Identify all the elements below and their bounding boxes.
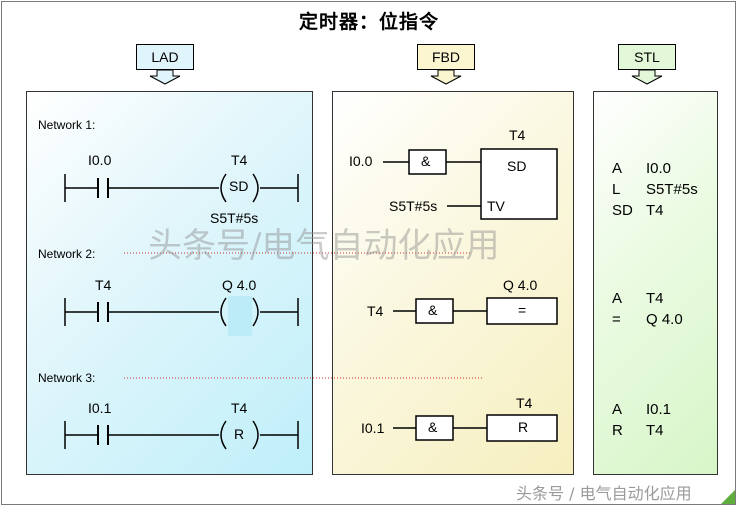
stl-n2-operand-1: T4 bbox=[646, 290, 664, 307]
lad-n1-contact-label: I0.0 bbox=[88, 152, 112, 168]
fbd-n2-assign: = bbox=[518, 302, 527, 318]
lad-n3-contact-label: I0.1 bbox=[88, 400, 112, 416]
stl-n3-operand-2: T4 bbox=[646, 422, 664, 439]
stl-n3-op-2: R bbox=[612, 422, 623, 439]
lad-network3-label: Network 3: bbox=[38, 371, 96, 385]
stl-n1-operand-1: I0.0 bbox=[646, 160, 672, 177]
fbd-n3-input: I0.1 bbox=[361, 420, 385, 436]
stl-panel bbox=[593, 91, 718, 475]
stl-n1-op-3: SD bbox=[612, 202, 633, 219]
lad-n1-preset: S5T#5s bbox=[210, 210, 259, 226]
lad-network1-label: Network 1: bbox=[38, 118, 96, 132]
lad-n2-contact-label: T4 bbox=[95, 277, 112, 293]
fbd-n2-output: Q 4.0 bbox=[503, 277, 538, 293]
lad-down-arrow-icon bbox=[149, 69, 181, 85]
fbd-n2-input: T4 bbox=[367, 303, 384, 319]
lad-n1-coil-symbol: SD bbox=[229, 178, 249, 194]
lad-network2-label: Network 2: bbox=[38, 247, 96, 261]
fbd-n3-and: & bbox=[428, 419, 438, 435]
stl-n2-op-2: = bbox=[612, 311, 621, 328]
stl-n3-op-1: A bbox=[612, 401, 623, 418]
lad-n1-coil-operand: T4 bbox=[231, 152, 248, 168]
stl-n1-operand-3: T4 bbox=[646, 202, 664, 219]
header-arrows bbox=[149, 69, 663, 85]
fbd-n1-sd: SD bbox=[507, 158, 527, 174]
watermark-bottom: 头条号 / 电气自动化应用 bbox=[516, 484, 692, 503]
fbd-n1-timer: T4 bbox=[509, 127, 526, 143]
watermark-center: 头条号/电气自动化应用 bbox=[148, 226, 500, 266]
stl-down-arrow-icon bbox=[631, 69, 663, 85]
fbd-n1-and: & bbox=[421, 153, 431, 169]
stl-header: STL bbox=[618, 44, 676, 70]
fbd-n1-preset: S5T#5s bbox=[389, 198, 438, 214]
lad-n3-coil-operand: T4 bbox=[231, 400, 248, 416]
stl-n3-operand-1: I0.1 bbox=[646, 401, 672, 418]
stl-n2-op-1: A bbox=[612, 290, 623, 307]
page-title: 定时器：位指令 bbox=[298, 11, 439, 33]
fbd-n3-reset: R bbox=[518, 419, 529, 435]
lad-n2-coil-operand: Q 4.0 bbox=[222, 277, 257, 293]
stl-n1-operand-2: S5T#5s bbox=[646, 181, 698, 198]
fbd-n2-and: & bbox=[428, 302, 438, 318]
fbd-n3-timer: T4 bbox=[516, 395, 533, 411]
lad-n3-coil-symbol: R bbox=[234, 426, 245, 442]
corner-marker bbox=[721, 490, 735, 504]
stl-n1-op-1: A bbox=[612, 160, 623, 177]
fbd-n1-input: I0.0 bbox=[349, 153, 373, 169]
stl-n2-operand-2: Q 4.0 bbox=[646, 311, 683, 328]
stl-n1-op-2: L bbox=[612, 181, 621, 198]
lad-header: LAD bbox=[136, 44, 194, 70]
fbd-n1-tv: TV bbox=[487, 198, 505, 214]
fbd-down-arrow-icon bbox=[430, 69, 462, 85]
lad-panel bbox=[26, 91, 313, 475]
